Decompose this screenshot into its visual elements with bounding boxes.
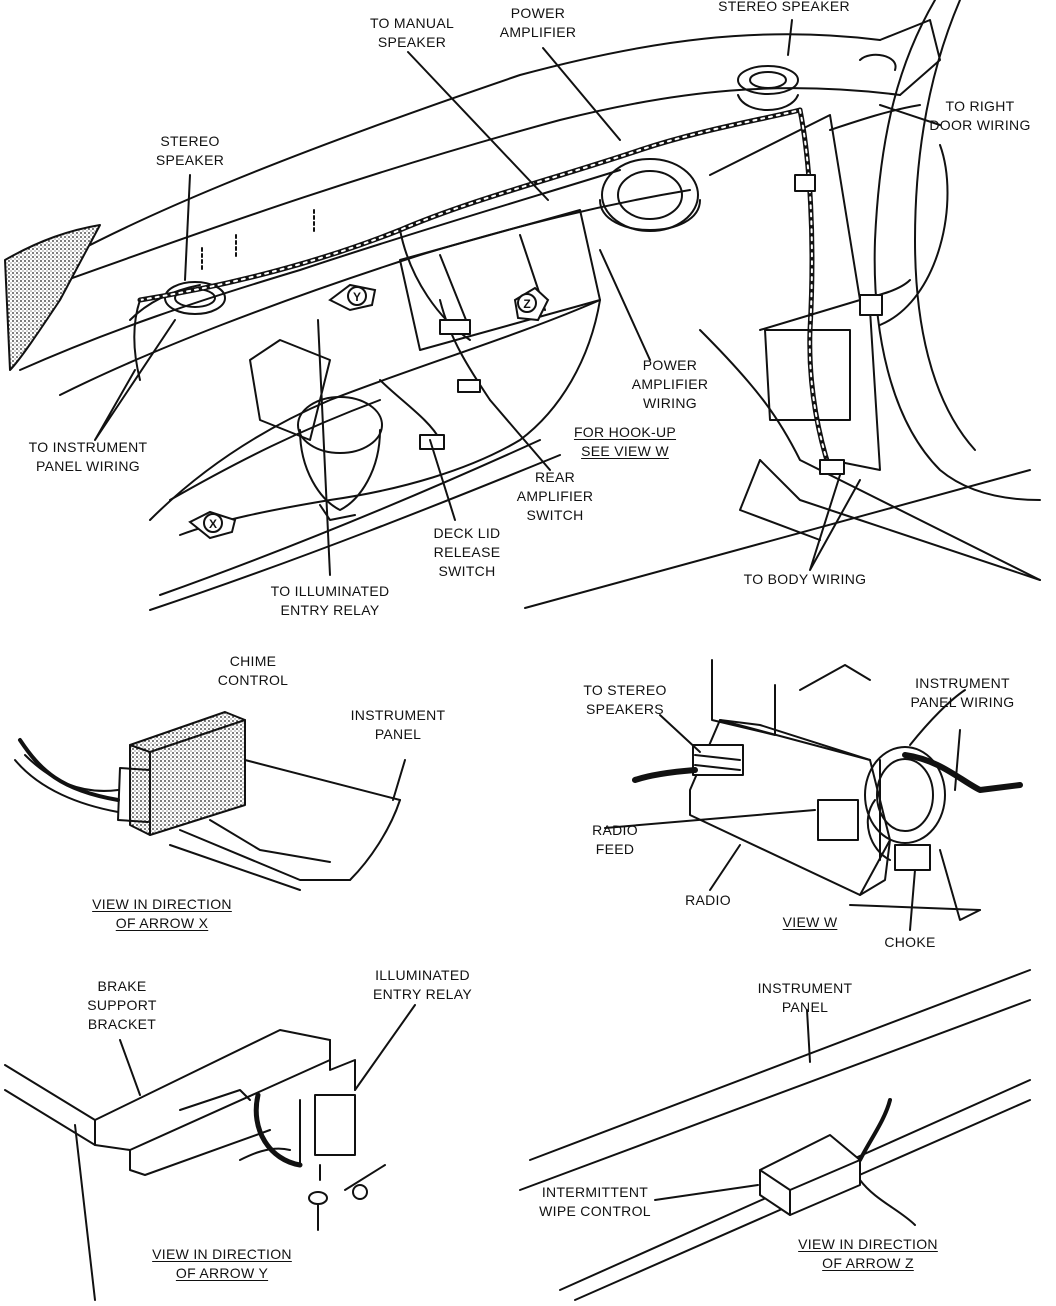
label-choke: CHOKE (884, 934, 936, 950)
label-stereo-speaker-top: STEREO SPEAKER (718, 0, 850, 14)
arrow-marker-x-letter: X (209, 517, 217, 531)
label-radio: RADIO (685, 892, 731, 908)
arrow-marker-y (328, 283, 377, 312)
arrow-marker-z (513, 286, 550, 322)
label-view-w: VIEW W (782, 914, 838, 930)
label-to-body-wiring: TO BODY WIRING (743, 571, 867, 587)
arrow-marker-x (188, 510, 237, 540)
arrow-marker-y-letter: Y (353, 290, 361, 304)
view-y-drawing (4, 1004, 416, 1301)
view-z-drawing (519, 969, 1031, 1301)
view-w-drawing (604, 659, 1023, 931)
arrow-marker-z-letter: Z (523, 297, 530, 311)
main-dashboard-view (4, 0, 1041, 611)
view-x-drawing (14, 711, 406, 891)
